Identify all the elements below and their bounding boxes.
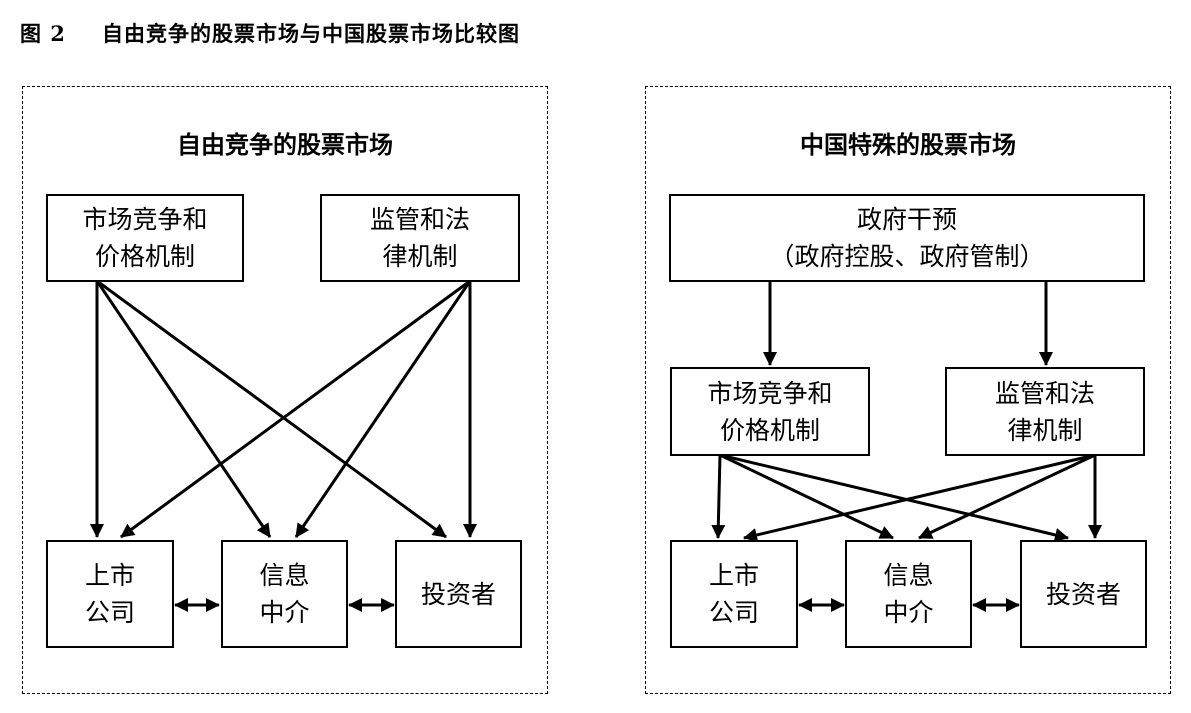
right-market-box: 市场竞争和 价格机制 [670,367,870,456]
right-market-line1: 市场竞争和 [707,378,833,408]
left-panel: 自由竞争的股票市场 [22,86,548,694]
figure-caption: 图 2 自由竞争的股票市场与中国股票市场比较图 [20,18,520,48]
left-investor-line1: 投资者 [420,579,496,609]
right-government-box: 政府干预 （政府控股、政府管制） [669,194,1145,282]
right-government-line2: （政府控股、政府管制） [769,242,1045,271]
left-intermediary-box: 信息 中介 [221,540,348,648]
right-panel-title: 中国特殊的股票市场 [800,130,1016,159]
right-company-box: 上市 公司 [670,540,798,648]
right-regulation-box: 监管和法 律机制 [945,367,1145,456]
arrow-right-market-to-company [711,454,726,539]
left-investor-box: 投资者 [395,540,522,648]
left-company-line1: 上市 [84,561,135,590]
arrow-right-market-to-intermediary [719,453,894,540]
right-company-line2: 公司 [708,598,759,627]
arrow-left-market-to-investor [96,279,447,539]
right-investor-box: 投资者 [1020,540,1147,648]
left-intermediary-line2: 中介 [259,598,310,627]
arrow-left-regulation-to-intermediary [294,280,472,538]
left-company-line2: 公司 [84,598,135,627]
right-investor-line1: 投资者 [1045,579,1121,609]
left-market-line1: 市场竞争和 [82,205,208,234]
left-market-box: 市场竞争和 价格机制 [46,194,244,282]
left-market-line2: 价格机制 [94,242,195,271]
figure-number: 图 2 [20,21,66,46]
arrow-right-regulation-to-company [743,453,1096,542]
left-intermediary-line1: 信息 [259,561,310,590]
right-intermediary-line1: 信息 [883,561,934,590]
left-panel-title: 自由竞争的股票市场 [177,130,393,159]
arrow-left-market-to-intermediary [95,280,272,538]
left-regulation-line2: 律机制 [382,242,458,271]
right-regulation-line1: 监管和法 [994,378,1095,408]
arrow-left-regulation-to-company [120,279,471,539]
right-intermediary-box: 信息 中介 [845,540,972,648]
right-regulation-line2: 律机制 [1007,415,1083,445]
right-market-line2: 价格机制 [719,415,820,445]
left-company-box: 上市 公司 [46,540,174,648]
left-regulation-line1: 监管和法 [369,205,470,234]
right-government-line1: 政府干预 [856,205,957,234]
right-panel: 中国特殊的股票市场 [645,86,1171,694]
right-company-line1: 上市 [708,561,759,590]
figure-caption-text: 自由竞争的股票市场与中国股票市场比较图 [102,21,520,46]
arrow-right-market-to-investor [719,453,1069,542]
right-intermediary-line2: 中介 [883,598,934,627]
arrow-right-regulation-to-intermediary [918,453,1096,540]
left-regulation-box: 监管和法 律机制 [320,194,520,282]
